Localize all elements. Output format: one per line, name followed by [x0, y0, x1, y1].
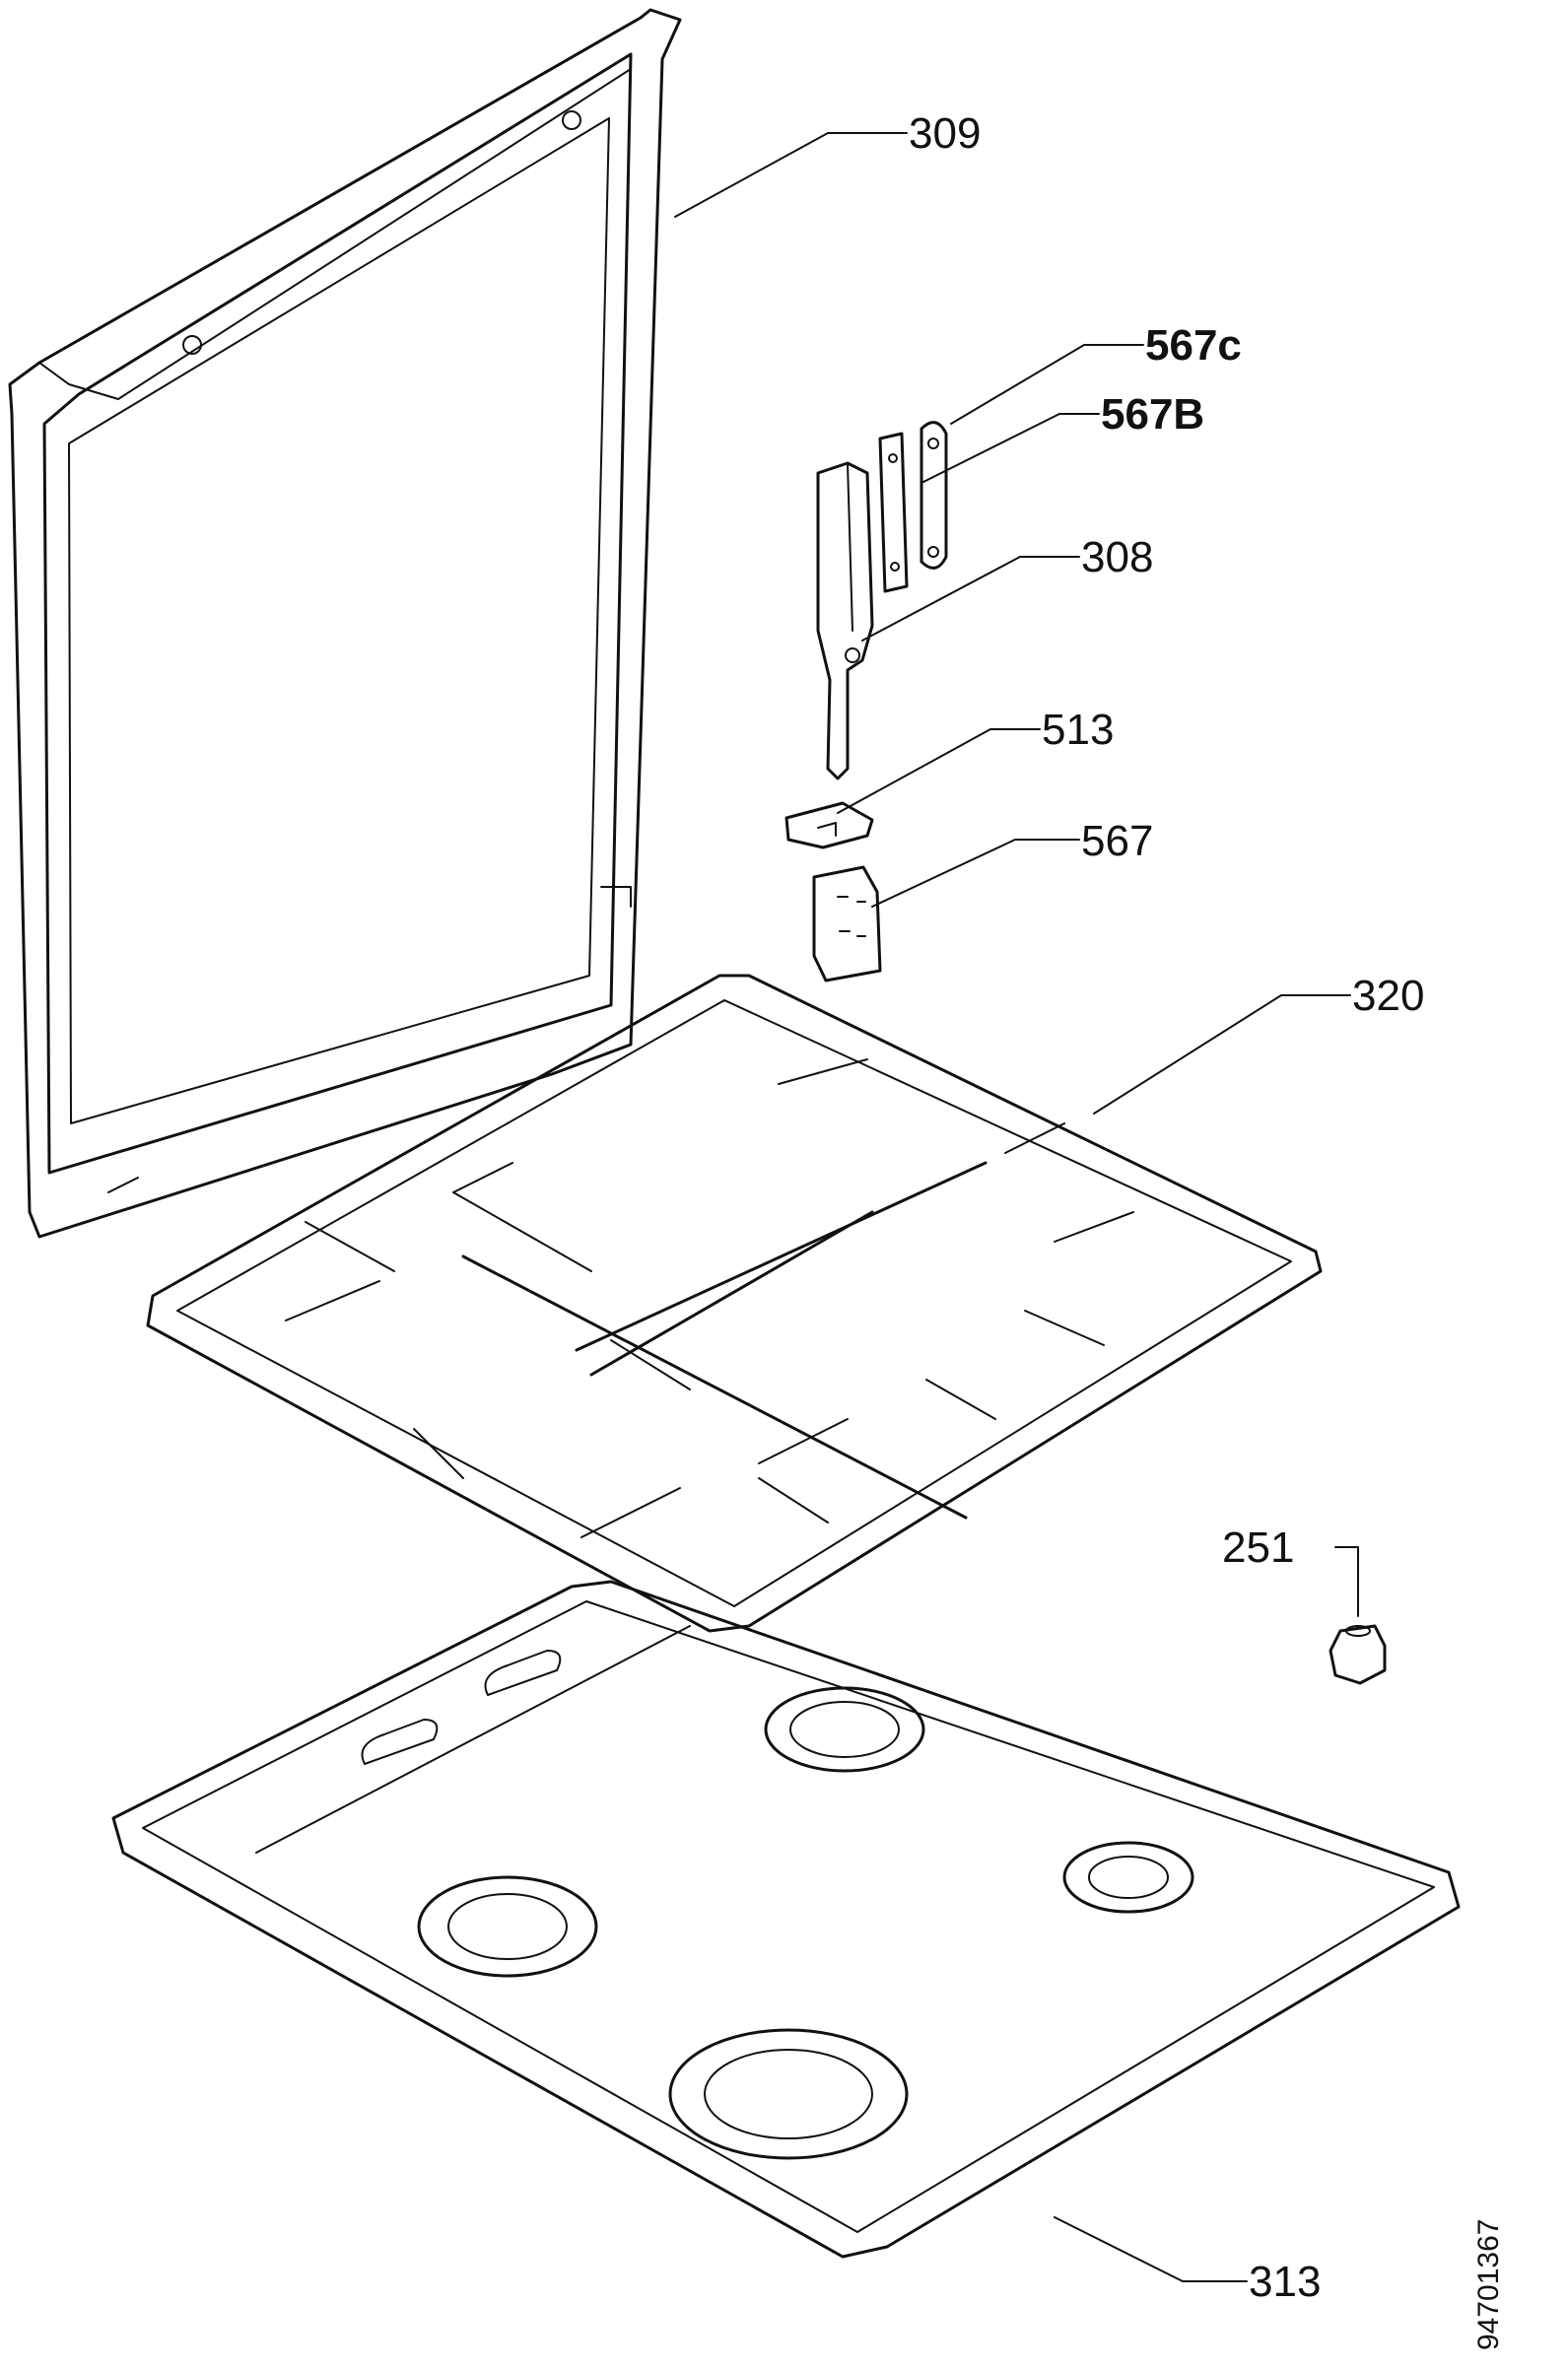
- pan-support-part-320: [146, 974, 1323, 1633]
- hinge-link-part-567c: [920, 421, 948, 570]
- hinge-arm-part-308: [816, 461, 874, 780]
- hinge-plate-part-567b: [878, 432, 909, 593]
- foot-part-251: [1329, 1546, 1387, 1685]
- document-number: 94701367: [1472, 2219, 1505, 2350]
- hob-top-part-313: [111, 1580, 1461, 2259]
- leader-lines: [674, 132, 1351, 2282]
- hinge-mounting-plate-part-567: [812, 865, 882, 982]
- label-308: 308: [1081, 533, 1153, 581]
- hinge-bracket-part-513: [784, 801, 874, 849]
- label-320: 320: [1352, 972, 1424, 1020]
- label-567: 567: [1081, 817, 1153, 865]
- label-251: 251: [1222, 1524, 1294, 1572]
- label-567b: 567B: [1101, 390, 1204, 439]
- label-313: 313: [1249, 2258, 1321, 2306]
- lid-part-309: [8, 8, 682, 1239]
- label-309: 309: [909, 109, 981, 158]
- label-567c: 567c: [1145, 321, 1242, 370]
- label-513: 513: [1042, 706, 1114, 754]
